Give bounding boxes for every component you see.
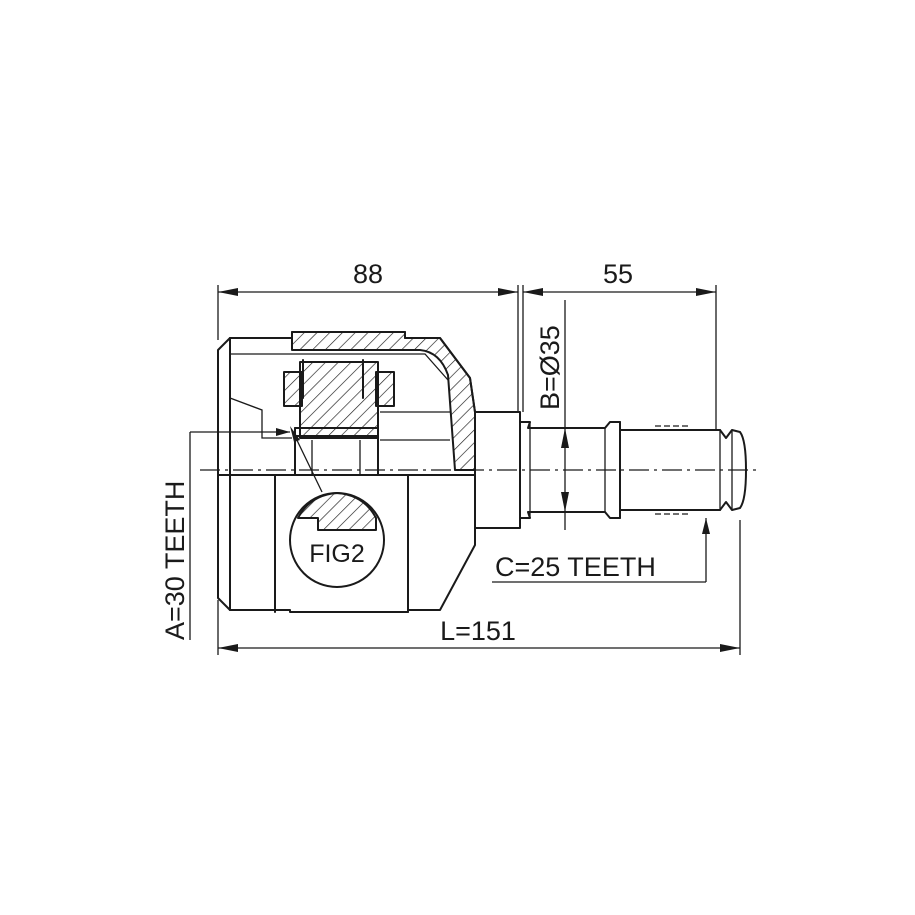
fig2-label: FIG2 (309, 540, 365, 568)
dimension-88: 88 (217, 259, 519, 412)
dimension-outer-spline: C=25 TEETH (492, 518, 710, 583)
dimension-55: 55 (522, 259, 717, 430)
dimension-total-length: L=151 (217, 520, 741, 655)
housing-wall-section (291, 331, 476, 471)
inner-race-section (283, 359, 395, 476)
fig2-detail-callout: FIG2 (289, 426, 385, 588)
dimension-inner-spline: A=30 TEETH (160, 428, 290, 640)
dimension-55-label: 55 (603, 259, 633, 289)
outer-spline-label: C=25 TEETH (495, 552, 656, 582)
dimension-88-label: 88 (353, 259, 383, 289)
dimension-diameter: B=Ø35 (535, 300, 569, 530)
dimension-diameter-label: B=Ø35 (535, 325, 565, 410)
inner-spline-label: A=30 TEETH (160, 481, 190, 640)
total-length-label: L=151 (440, 616, 516, 646)
